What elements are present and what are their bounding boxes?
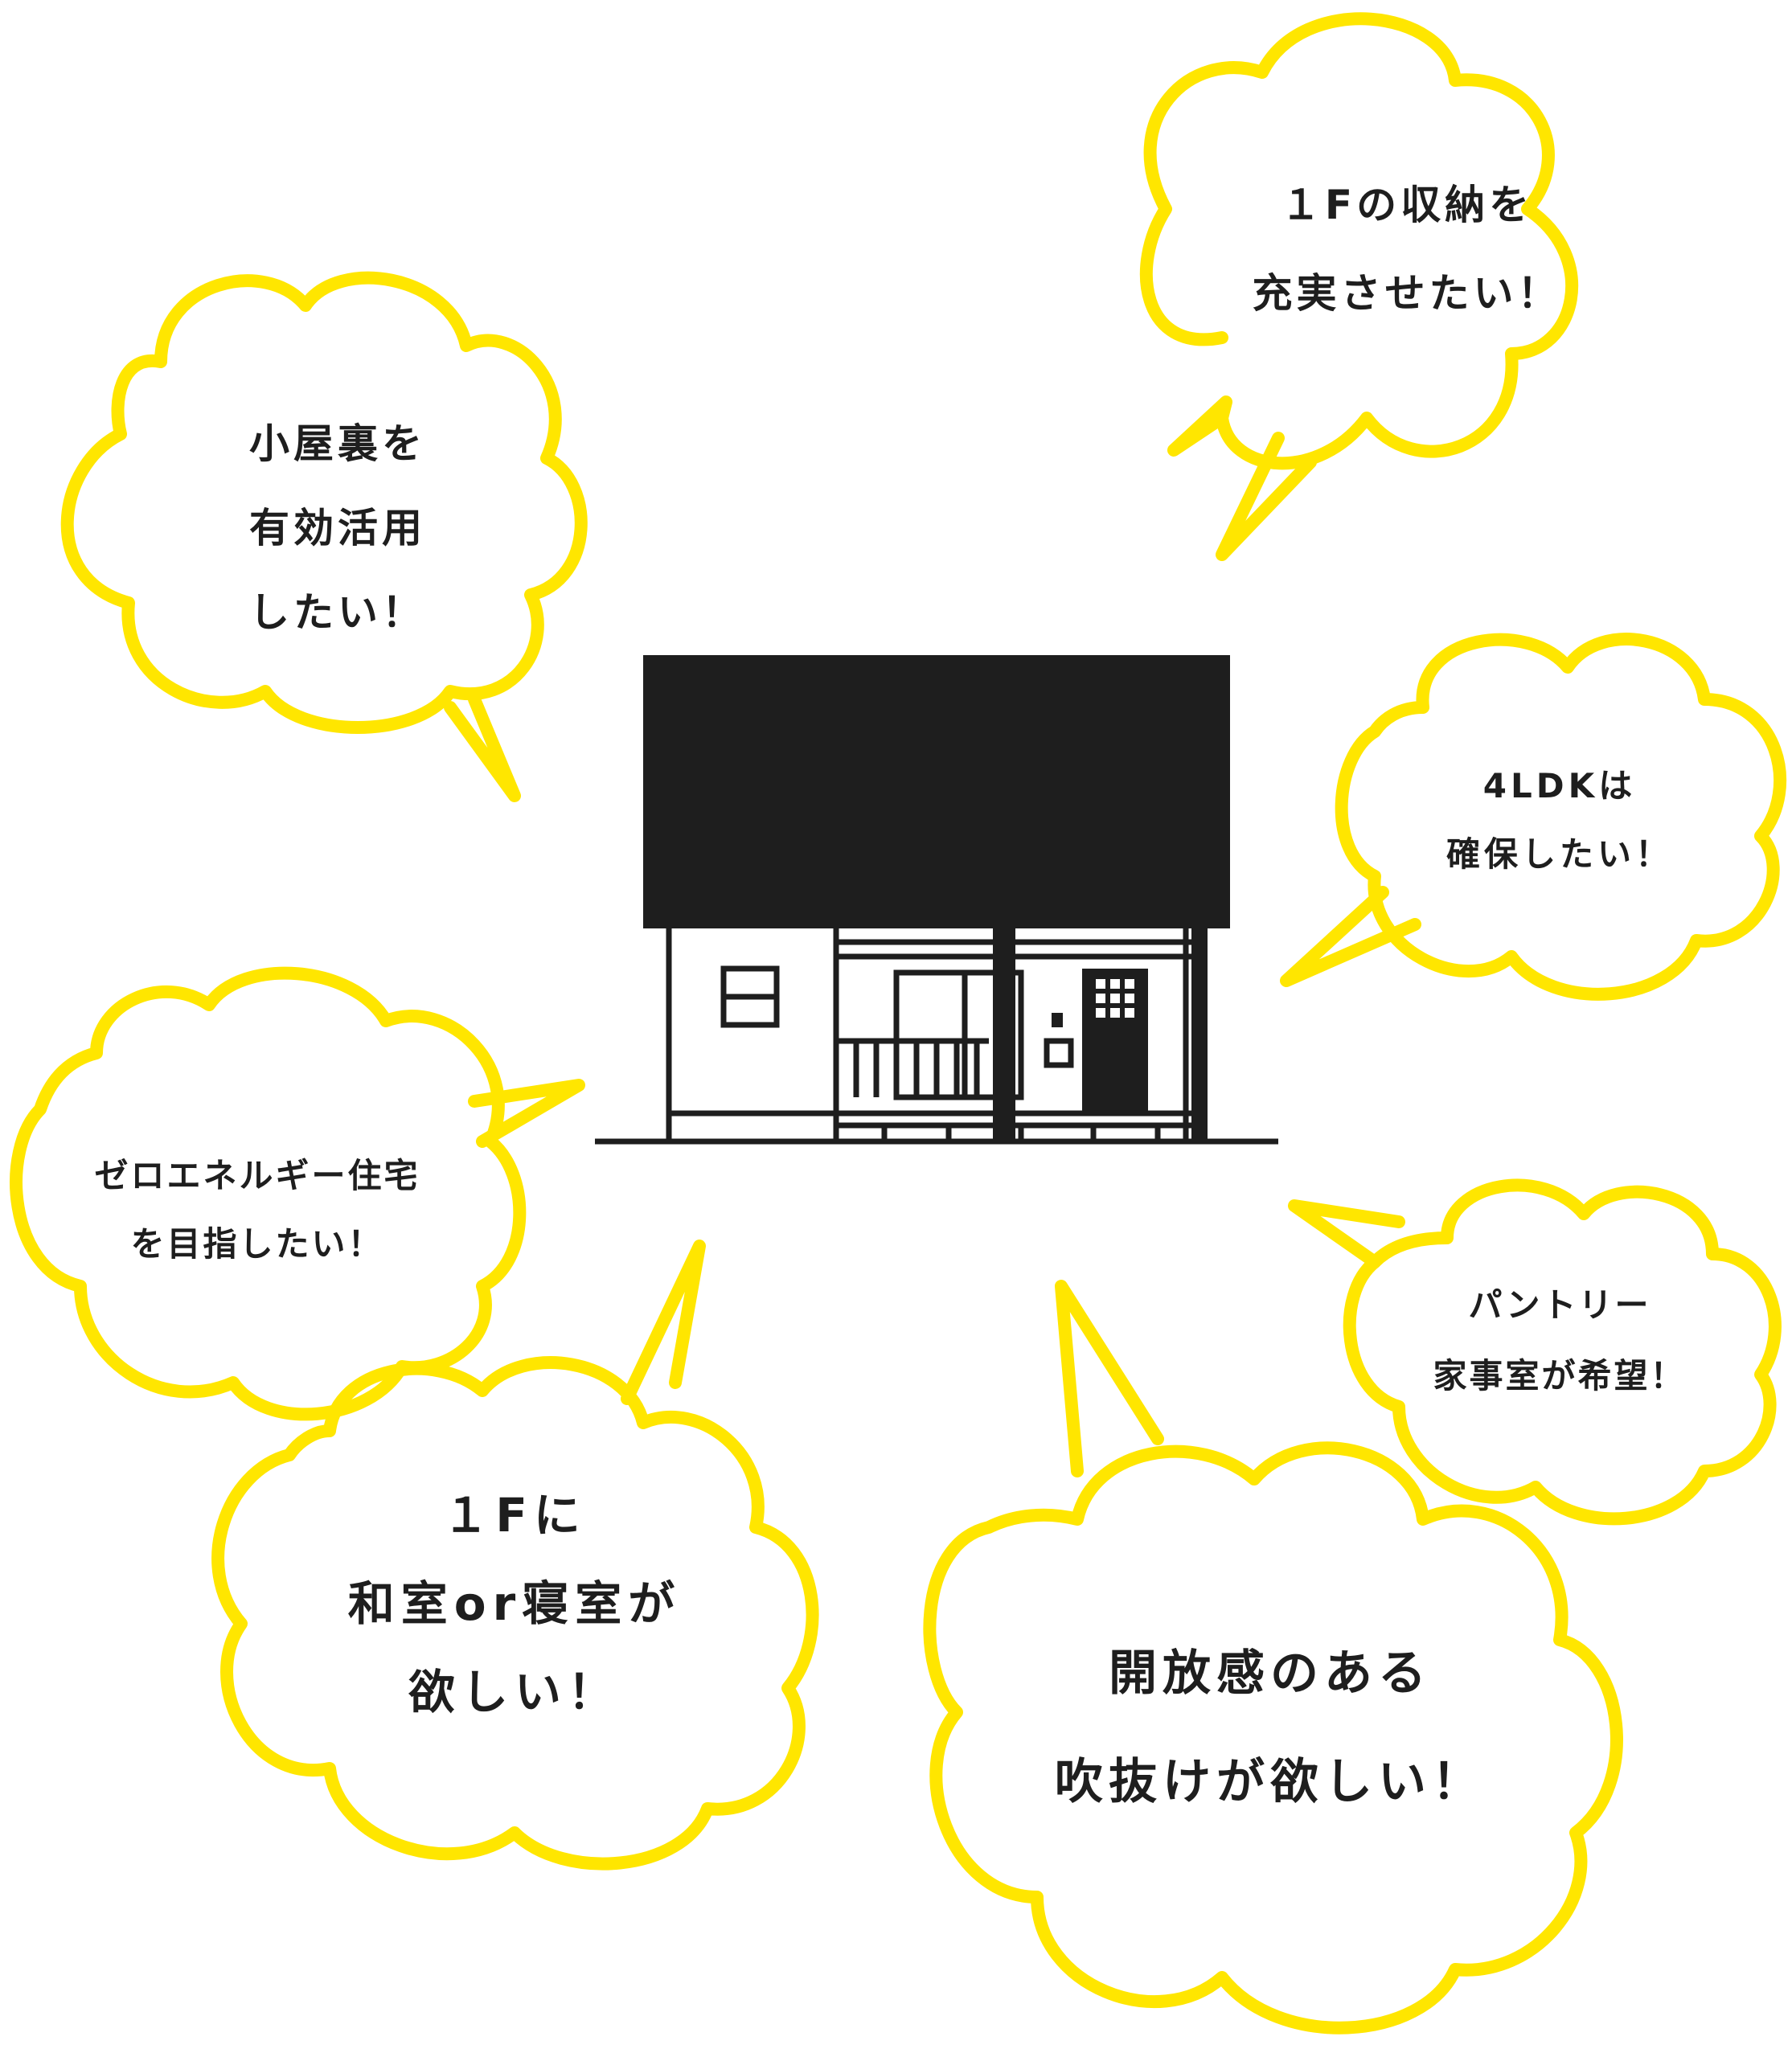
bubble-storage-line2: 充実させたい！ <box>1252 270 1562 317</box>
bubble-storage-line1: １Fの収納を <box>1280 182 1534 228</box>
bubble-japanese-room-text: １Fに 和室or寝室が 欲しい！ <box>289 1471 740 1736</box>
bubble-atrium <box>923 1441 1623 2035</box>
bubble-pantry <box>1343 1178 1782 1526</box>
bubble-zero-energy <box>10 966 527 1421</box>
bubble-attic-line1: 小屋裏を <box>249 420 426 467</box>
bubble-zero-energy-line2: を目指したい！ <box>130 1224 384 1264</box>
bubble-ldk-line2: 確保したい！ <box>1445 834 1673 874</box>
bubble-japanese-room-line3: 欲しい！ <box>408 1665 621 1719</box>
bubble-atrium-line2: 吹抜けが欲しい！ <box>1055 1754 1486 1810</box>
bubble-attic-line3: したい！ <box>249 589 426 636</box>
bubble-atrium-line1: 開放感のある <box>1109 1645 1432 1702</box>
bubble-attic-line2: 有効活用 <box>249 505 426 551</box>
bubble-attic-text: 小屋裏を 有効活用 したい！ <box>161 402 515 655</box>
bubble-japanese-room-line1: １Fに <box>442 1488 587 1543</box>
bubble-pantry-line1: パントリー <box>1468 1285 1651 1325</box>
bubble-zero-energy-text: ゼロエネルギー住宅 を目指したい！ <box>48 1141 466 1278</box>
bubble-attic <box>60 271 588 734</box>
bubble-japanese-room-line2: 和室or寝室が <box>347 1576 682 1631</box>
bubble-pantry-text: パントリー 家事室が希望！ <box>1399 1270 1720 1412</box>
bubble-atrium-text: 開放感のある 吹抜けが欲しい！ <box>1021 1620 1519 1837</box>
bubble-storage <box>1139 12 1579 470</box>
bubble-zero-energy-line1: ゼロエネルギー住宅 <box>94 1156 420 1195</box>
house-icon <box>595 655 1278 1145</box>
bubble-ldk-text: 4LDKは 確保したい！ <box>1399 752 1720 888</box>
bubble-japanese-room <box>211 1356 819 1871</box>
bubble-storage-text: １Fの収納を 充実させたい！ <box>1206 161 1608 338</box>
bubble-ldk-line1: 4LDKは <box>1482 766 1637 805</box>
bubble-pantry-line2: 家事室が希望！ <box>1433 1356 1687 1395</box>
